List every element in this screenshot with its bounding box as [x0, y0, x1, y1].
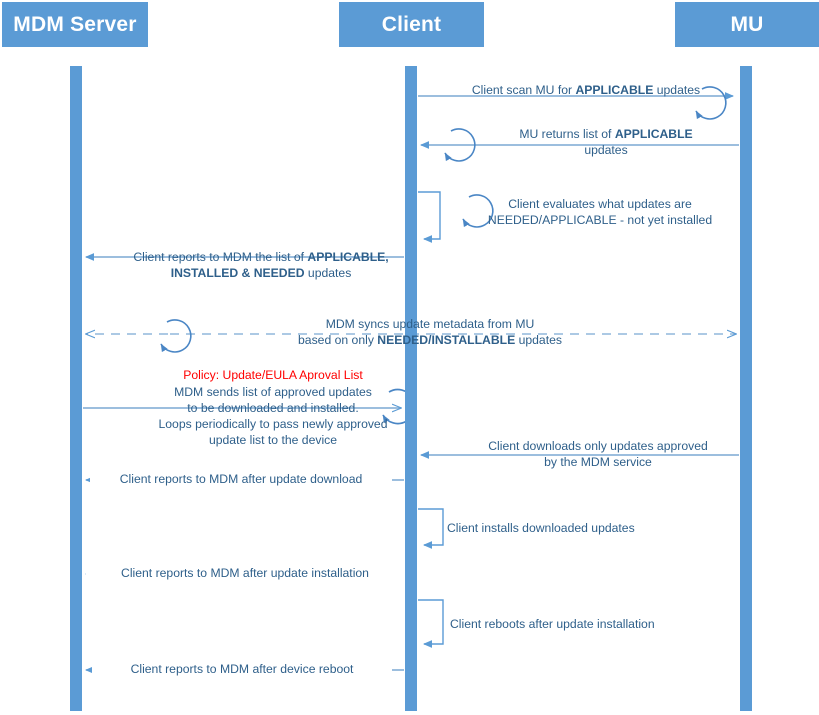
- message-text-m5: MDM syncs update metadata from MU based …: [298, 317, 562, 347]
- message-label-m9: Client installs downloaded updates: [447, 520, 707, 536]
- message-label-m5: MDM syncs update metadata from MU based …: [280, 316, 580, 348]
- policy-label-m6: Policy: Update/EULA Aproval List: [183, 368, 363, 382]
- message-text-m12: Client reports to MDM after device reboo…: [130, 662, 354, 676]
- message-label-m3: Client evaluates what updates are NEEDED…: [478, 196, 722, 228]
- message-label-m10: Client reports to MDM after update insta…: [86, 565, 404, 581]
- message-text-m1: Client scan MU for APPLICABLE updates: [471, 83, 701, 97]
- message-text-m2: MU returns list of APPLICABLE updates: [519, 127, 693, 157]
- actor-label-mu: MU: [730, 12, 764, 36]
- actor-label-mdm-server: MDM Server: [13, 12, 137, 36]
- message-label-m7: Client downloads only updates approved b…: [452, 438, 744, 470]
- lifeline-mu: [740, 66, 752, 711]
- message-m11-selfloop: [418, 599, 444, 648]
- actor-label-client: Client: [381, 12, 442, 36]
- lifeline-mdm-server: [70, 66, 82, 711]
- message-text-m6: MDM sends list of approved updates to be…: [158, 385, 388, 447]
- actor-header-mdm-server[interactable]: MDM Server: [2, 2, 148, 47]
- actor-header-client[interactable]: Client: [339, 2, 484, 47]
- message-label-m8: Client reports to MDM after update downl…: [90, 471, 392, 487]
- message-text-m11: Client reboots after update installation: [450, 617, 655, 631]
- message-label-m6: MDM sends list of approved updates to be…: [118, 384, 428, 448]
- message-text-m10: Client reports to MDM after update insta…: [121, 566, 369, 580]
- loop-icon-m5: [160, 319, 192, 353]
- message-text-m9: Client installs downloaded updates: [447, 521, 635, 535]
- message-text-m8: Client reports to MDM after update downl…: [119, 472, 363, 486]
- message-text-m4: Client reports to MDM the list of APPLIC…: [133, 250, 389, 280]
- message-label-m4: Client reports to MDM the list of APPLIC…: [110, 249, 412, 281]
- message-label-m11: Client reboots after update installation: [450, 616, 740, 632]
- message-label-m1: Client scan MU for APPLICABLE updates: [455, 82, 717, 98]
- lifeline-client: [405, 66, 417, 711]
- actor-header-mu[interactable]: MU: [675, 2, 819, 47]
- message-m9-selfloop: [418, 508, 444, 549]
- message-text-m7: Client downloads only updates approved b…: [488, 439, 708, 469]
- message-label-m2: MU returns list of APPLICABLE updates: [480, 126, 732, 158]
- message-label-m12: Client reports to MDM after device reboo…: [92, 661, 392, 677]
- message-text-m3: Client evaluates what updates are NEEDED…: [487, 197, 713, 227]
- loop-icon-m2: [444, 128, 476, 162]
